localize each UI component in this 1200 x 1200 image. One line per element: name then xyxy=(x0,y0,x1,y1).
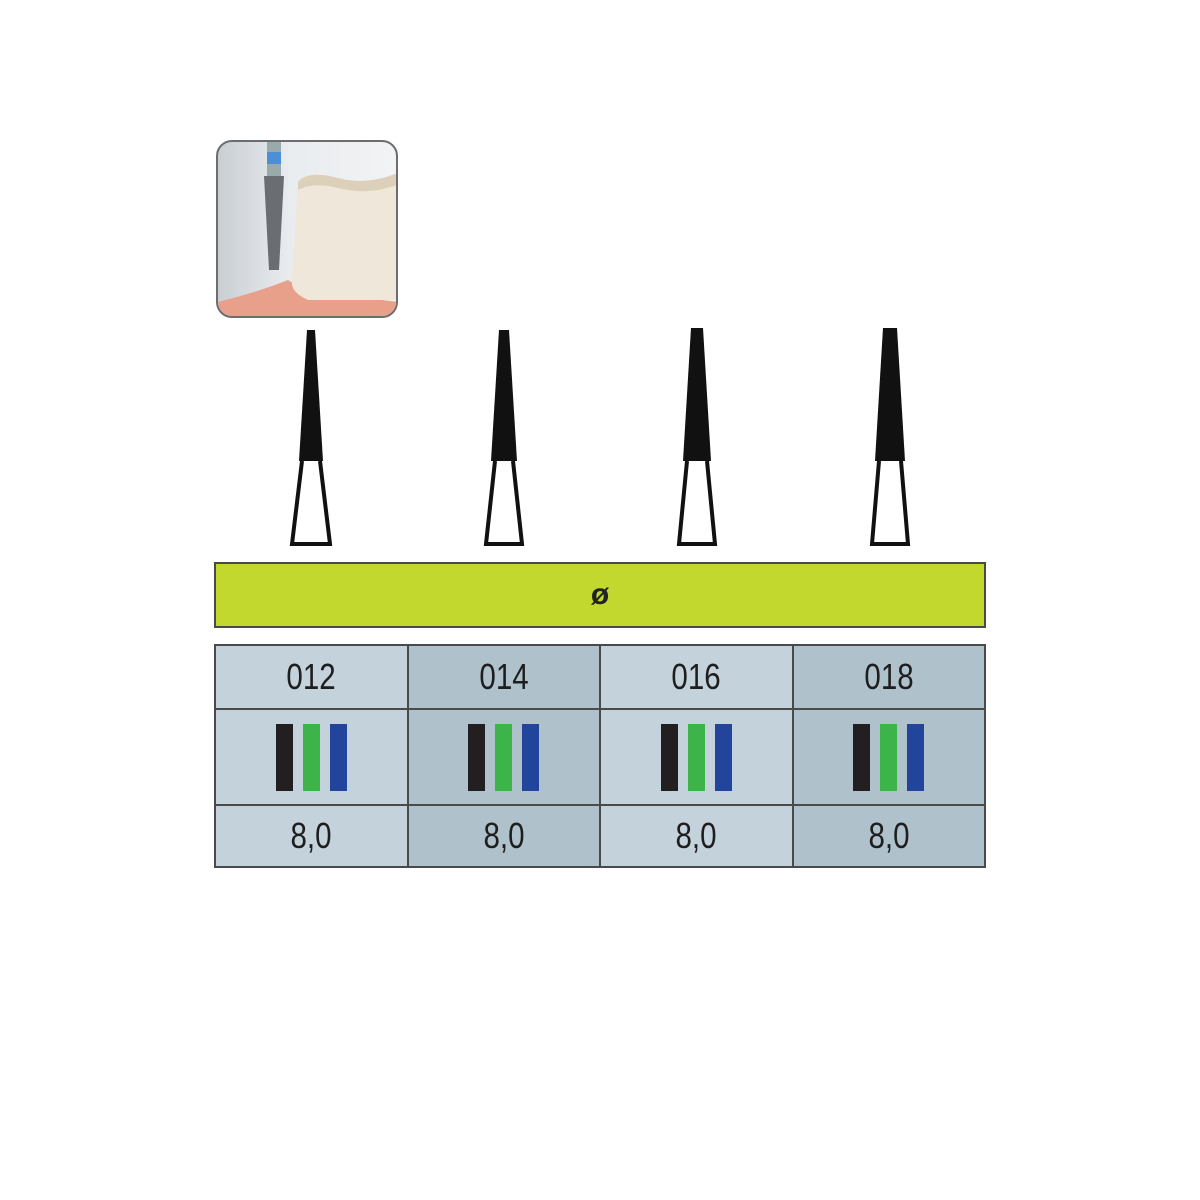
color-stripe xyxy=(660,723,678,791)
color-stripe xyxy=(275,723,293,791)
color-stripe xyxy=(302,723,320,791)
color-stripes xyxy=(468,723,540,791)
color-stripes xyxy=(853,723,925,791)
color-stripe xyxy=(687,723,705,791)
size-value: 016 xyxy=(671,656,721,697)
size-value: 018 xyxy=(864,656,914,697)
color-code-row xyxy=(214,708,986,806)
size-row: 012 014 016 018 xyxy=(214,644,986,710)
length-value: 8,0 xyxy=(868,815,910,856)
tooth-preparation-image xyxy=(218,142,396,316)
length-value: 8,0 xyxy=(290,815,332,856)
color-stripe xyxy=(522,723,540,791)
color-stripe xyxy=(495,723,513,791)
color-stripe xyxy=(714,723,732,791)
color-code-cell xyxy=(214,708,409,806)
color-code-cell xyxy=(406,708,601,806)
bur-icon-012 xyxy=(289,330,333,546)
color-stripe xyxy=(329,723,347,791)
bur-icon-014 xyxy=(483,330,525,546)
diameter-symbol: ø xyxy=(590,578,610,611)
bur-spec-table: 012 014 016 018 8,0 8,0 8,0 8,0 xyxy=(214,644,986,868)
bur-icon-018 xyxy=(869,328,911,546)
length-row: 8,0 8,0 8,0 8,0 xyxy=(214,804,986,868)
bur-usage-illustration xyxy=(216,140,398,318)
size-cell: 014 xyxy=(406,644,601,710)
color-code-cell xyxy=(599,708,794,806)
bur-icon-016 xyxy=(676,328,718,546)
length-value: 8,0 xyxy=(675,815,717,856)
length-cell: 8,0 xyxy=(214,804,409,868)
size-cell: 016 xyxy=(599,644,794,710)
size-value: 012 xyxy=(286,656,336,697)
length-cell: 8,0 xyxy=(406,804,601,868)
bur-silhouettes xyxy=(289,328,911,546)
color-stripe xyxy=(880,723,898,791)
color-stripe xyxy=(853,723,871,791)
color-code-cell xyxy=(791,708,986,806)
diameter-header: ø xyxy=(214,562,986,628)
color-stripe xyxy=(468,723,486,791)
size-value: 014 xyxy=(479,656,529,697)
length-cell: 8,0 xyxy=(791,804,986,868)
length-cell: 8,0 xyxy=(599,804,794,868)
color-stripe xyxy=(907,723,925,791)
color-stripes xyxy=(275,723,347,791)
color-stripes xyxy=(660,723,732,791)
size-cell: 018 xyxy=(791,644,986,710)
size-cell: 012 xyxy=(214,644,409,710)
length-value: 8,0 xyxy=(483,815,525,856)
